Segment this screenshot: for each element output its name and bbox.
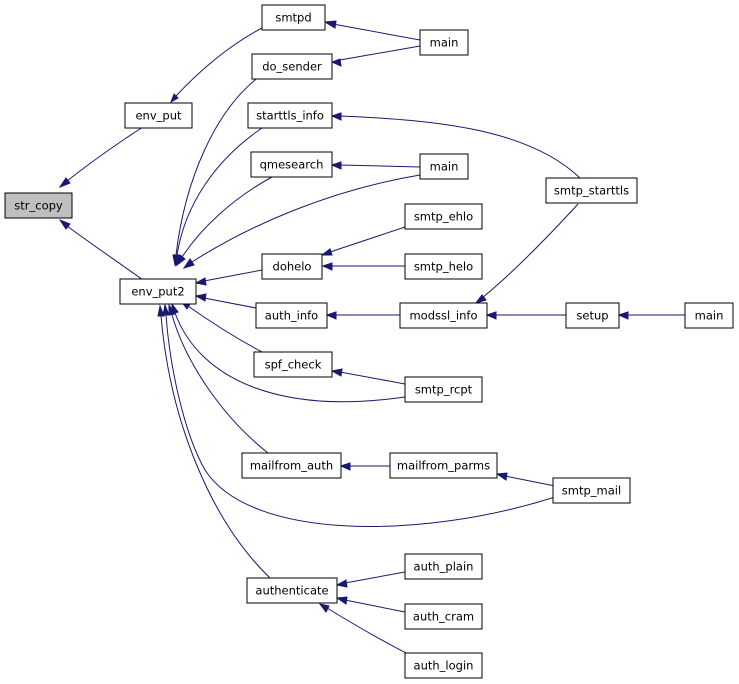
- node-modssl_info[interactable]: modssl_info: [399, 302, 488, 329]
- edge-auth_plain-to-authenticate: [335, 571, 406, 588]
- node-label: env_put2: [131, 285, 184, 299]
- edge-smtp_mail-to-env_put2: [162, 303, 556, 527]
- node-starttls_info[interactable]: starttls_info: [247, 102, 333, 129]
- edge-modssl_info-to-auth_info: [325, 311, 400, 320]
- node-label: mailfrom_auth: [250, 459, 333, 473]
- node-label: do_sender: [262, 60, 322, 74]
- edge-auth_info-to-env_put2: [194, 293, 257, 309]
- node-auth_login[interactable]: auth_login: [404, 652, 483, 679]
- edge-smtp_mail-to-mailfrom_parms: [495, 472, 556, 487]
- node-qmesearch[interactable]: qmesearch: [250, 151, 333, 178]
- node-do_sender[interactable]: do_sender: [251, 53, 333, 80]
- edge-mailfrom_parms-to-mailfrom_auth: [339, 462, 390, 471]
- node-spf_check[interactable]: spf_check: [253, 351, 333, 378]
- node-main-3[interactable]: main: [684, 302, 734, 329]
- node-label: main: [695, 309, 724, 323]
- node-label: starttls_info: [256, 109, 324, 123]
- edge-main-to-setup: [617, 311, 685, 320]
- edge-dohelo-to-env_put2: [194, 269, 263, 286]
- node-smtp_starttls[interactable]: smtp_starttls: [545, 177, 638, 204]
- node-setup[interactable]: setup: [565, 302, 620, 329]
- edge-auth_cram-to-authenticate: [335, 596, 406, 613]
- node-label: dohelo: [273, 260, 312, 274]
- edge-smtp_helo-to-dohelo: [321, 262, 405, 271]
- edge-main-to-qmesearch: [330, 161, 421, 170]
- node-label: main: [430, 36, 459, 50]
- edge-smtp_ehlo-to-dohelo: [320, 226, 406, 256]
- edge-auth_login-to-authenticate: [318, 603, 411, 656]
- edge-spf_check-to-env_put2: [179, 300, 263, 353]
- edge-smtpd-to-env_put: [170, 27, 263, 104]
- node-label: smtpd: [275, 11, 311, 25]
- node-smtpd[interactable]: smtpd: [261, 4, 326, 31]
- node-label: setup: [576, 309, 608, 323]
- node-label: smtp_rcpt: [415, 383, 473, 397]
- node-smtp_mail[interactable]: smtp_mail: [552, 477, 631, 504]
- node-label: authenticate: [255, 584, 328, 598]
- node-auth_cram[interactable]: auth_cram: [404, 603, 483, 630]
- edge-smtp_starttls-to-starttls_info: [330, 112, 581, 179]
- node-label: auth_plain: [414, 560, 474, 574]
- node-auth_info[interactable]: auth_info: [255, 302, 328, 329]
- node-label: smtp_mail: [562, 484, 621, 498]
- node-main-1[interactable]: main: [419, 29, 469, 56]
- node-label: str_copy: [14, 199, 63, 213]
- edge-smtp_starttls-to-modssl_info: [474, 203, 579, 304]
- node-label: env_put: [135, 109, 182, 123]
- node-smtp_ehlo[interactable]: smtp_ehlo: [404, 203, 483, 230]
- node-dohelo[interactable]: dohelo: [261, 253, 323, 280]
- node-env_put[interactable]: env_put: [124, 102, 193, 129]
- node-label: mailfrom_parms: [397, 459, 490, 473]
- edge-setup-to-modssl_info: [485, 311, 566, 320]
- edge-smtp_rcpt-to-spf_check: [330, 368, 406, 385]
- node-label: smtp_starttls: [554, 184, 629, 198]
- edge-main-to-smtpd: [323, 20, 421, 41]
- node-label: auth_cram: [413, 610, 474, 624]
- node-smtp_rcpt[interactable]: smtp_rcpt: [404, 376, 483, 403]
- node-str_copy[interactable]: str_copy: [4, 192, 73, 219]
- edge-main-to-do_sender: [330, 45, 421, 67]
- node-mailfrom_parms[interactable]: mailfrom_parms: [389, 452, 498, 479]
- node-label: modssl_info: [409, 309, 477, 323]
- edge-authenticate-to-env_put2: [157, 304, 271, 579]
- node-smtp_helo[interactable]: smtp_helo: [404, 253, 483, 280]
- node-main-2[interactable]: main: [419, 153, 469, 180]
- node-label: spf_check: [265, 358, 322, 372]
- node-env_put2[interactable]: env_put2: [119, 278, 197, 305]
- edge-env_put-to-str_copy: [58, 126, 144, 189]
- node-mailfrom_auth[interactable]: mailfrom_auth: [241, 452, 342, 479]
- edge-env_put2-to-str_copy: [58, 218, 144, 281]
- edge-qmesearch-to-env_put2: [176, 176, 273, 267]
- node-label: qmesearch: [260, 158, 324, 172]
- edge-main-to-env_put2: [182, 174, 421, 269]
- node-label: smtp_helo: [414, 260, 473, 274]
- node-label: smtp_ehlo: [414, 210, 473, 224]
- edge-mailfrom_auth-to-env_put2: [168, 303, 269, 454]
- node-label: auth_login: [414, 659, 474, 673]
- node-authenticate[interactable]: authenticate: [246, 577, 338, 604]
- node-label: auth_info: [265, 309, 318, 323]
- node-auth_plain[interactable]: auth_plain: [404, 553, 483, 580]
- node-label: main: [430, 160, 459, 174]
